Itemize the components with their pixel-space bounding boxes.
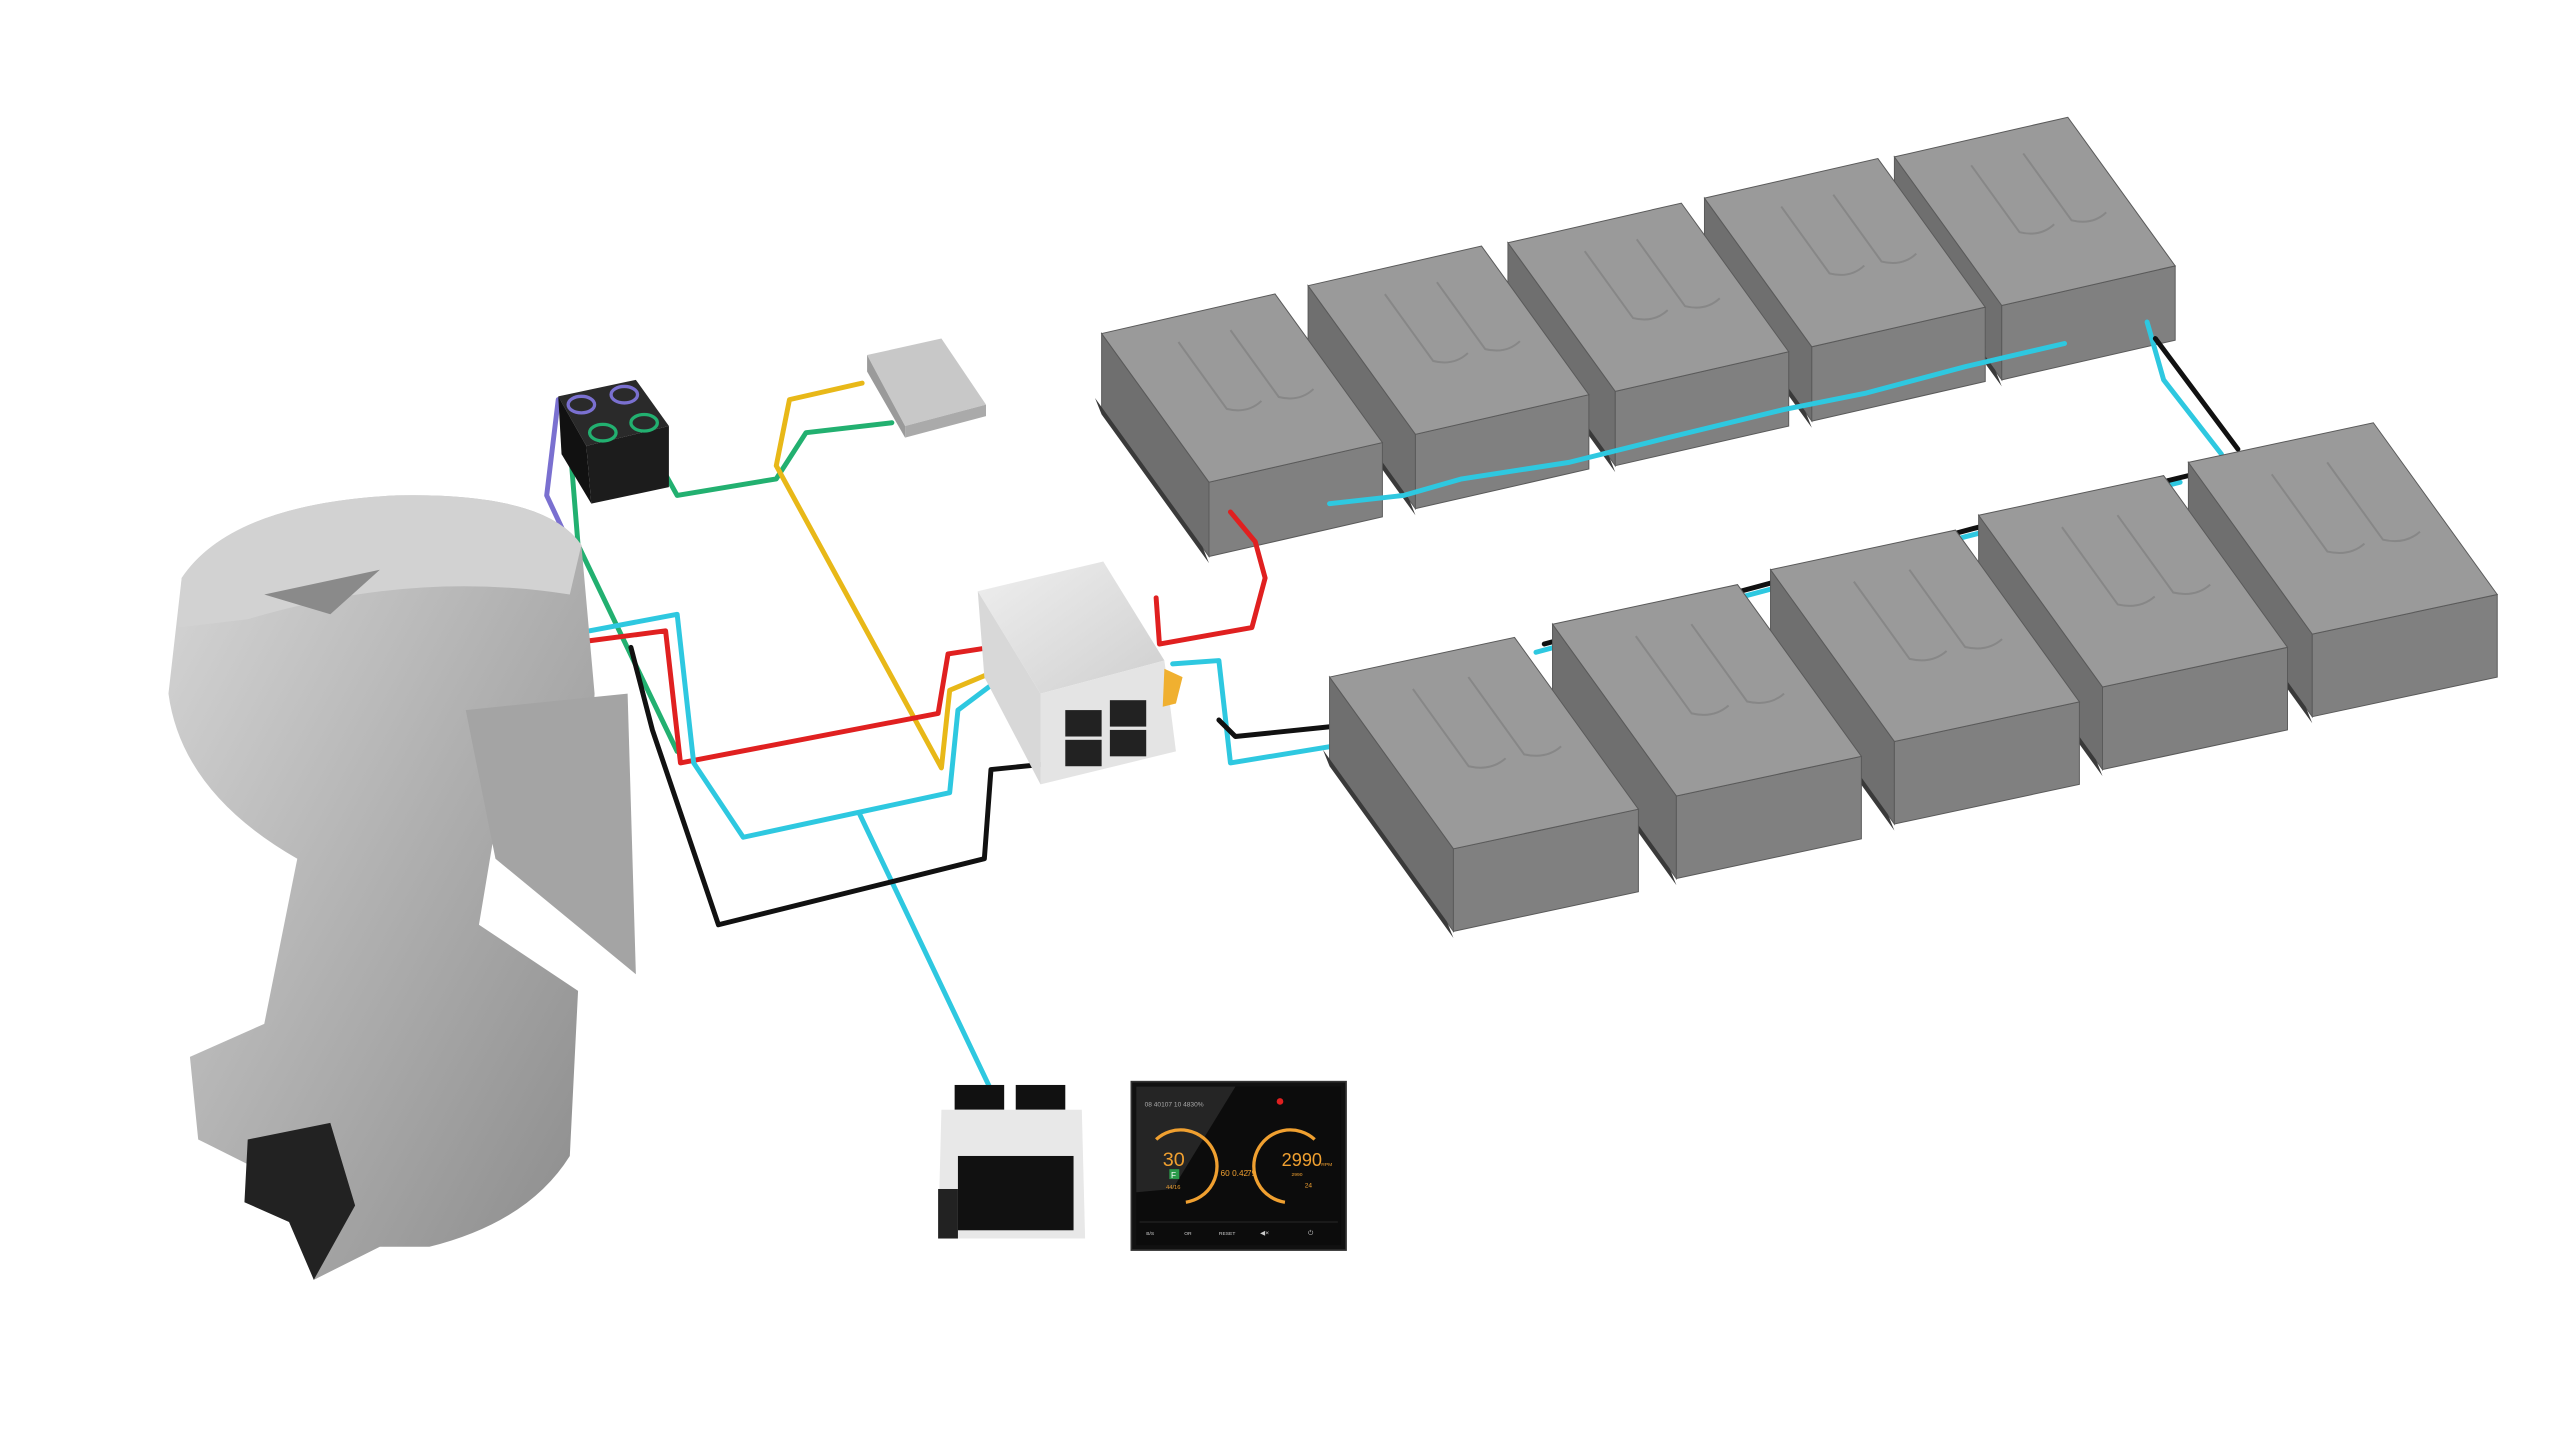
wire-cyan [1327, 341, 2067, 507]
wire-yellow [773, 380, 1004, 771]
mute-icon[interactable]: ◀× [1260, 1230, 1269, 1237]
battery-row-top [1095, 116, 2177, 564]
center-value-1: 60 [1221, 1169, 1231, 1178]
gear-indicator: F [1171, 1171, 1176, 1180]
wire-black [2152, 336, 2241, 452]
speed-value: 30 [1163, 1149, 1185, 1171]
wire-red [587, 628, 994, 766]
wire-cyan [856, 810, 994, 1093]
rpm-temp: 24 [1305, 1182, 1313, 1189]
throttle-control [938, 1084, 1086, 1239]
power-icon[interactable]: ⏻ [1308, 1229, 1314, 1237]
dashboard-display: 08 40107 10 4830% 30 F 44/16 60 0.42 79 … [1130, 1080, 1347, 1251]
battery-pack-bottom-1 [1322, 636, 1640, 938]
rpm-value: 2990 [1282, 1150, 1322, 1170]
wire-red [1153, 509, 1268, 647]
auxiliary-battery [558, 379, 669, 504]
wire-black [628, 644, 1060, 928]
display-button-or[interactable]: OR [1184, 1231, 1192, 1237]
wire-cyan [587, 611, 1001, 840]
display-button-reset[interactable]: RESET [1219, 1231, 1235, 1237]
center-value-2: 0.42 [1232, 1169, 1248, 1178]
rpm-sub: 2990 [1292, 1172, 1303, 1178]
rpm-unit: RPM [1321, 1162, 1332, 1168]
wire-cyan [1170, 658, 1334, 766]
center-value-3: 79 [1247, 1169, 1257, 1178]
battery-row-bottom [1322, 422, 2499, 938]
battery-pack-top-1 [1095, 293, 1384, 564]
wire-black [1216, 717, 1334, 739]
outboard-motor [168, 495, 636, 1280]
speed-sub: 44/16 [1166, 1185, 1180, 1191]
control-module [867, 338, 987, 438]
wire-cyan [2144, 319, 2224, 457]
wire-green [658, 420, 895, 498]
display-header: 08 40107 10 4830% [1145, 1101, 1204, 1108]
motor-controller [977, 561, 1183, 785]
display-button-bs[interactable]: B/S [1146, 1231, 1155, 1237]
